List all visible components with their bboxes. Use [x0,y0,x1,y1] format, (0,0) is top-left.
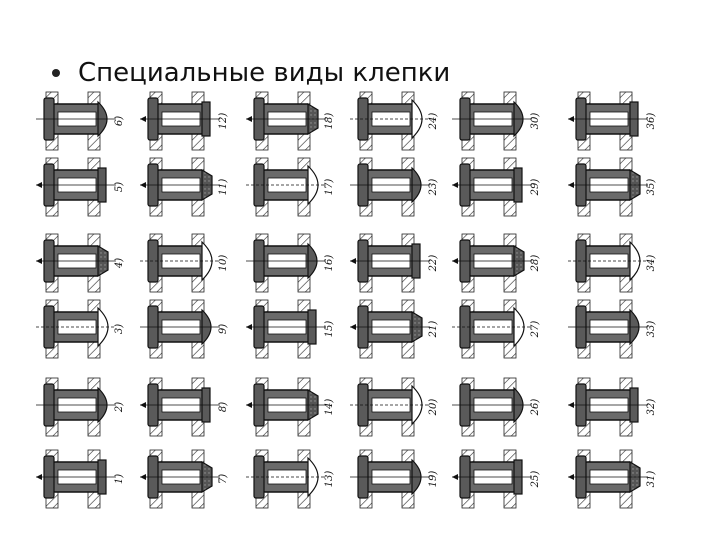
diagram-number-label: 21) [428,321,439,339]
rivet-diagram: 13) [246,449,335,509]
rivet-diagram: 36) [568,91,657,151]
diagram-number-label: 1) [114,474,125,484]
rivet-diagram: 22) [350,233,439,293]
diagram-number-label: 22) [428,255,439,273]
rivet-diagram: 30) [452,91,541,151]
diagram-number-label: 11) [218,179,229,196]
rivet-diagram: 28) [452,233,541,293]
rivet-diagram: 24) [350,91,439,151]
diagram-number-label: 8) [218,402,229,412]
rivet-diagram: 21) [350,299,439,359]
rivet-diagram: 1) [36,449,125,509]
diagram-number-label: 4) [114,258,125,269]
diagram-number-label: 12) [218,113,229,130]
diagram-number-label: 20) [428,399,439,417]
diagram-number-label: 36) [646,113,657,130]
diagram-number-label: 7) [218,474,229,484]
rivet-types-figure: 6) 5) 4) 3) 2) 1) 12) 11) 10) 9) 8) 7) 18) 17) 16) 15) 1… [36,91,657,509]
diagram-number-label: 18) [324,113,335,130]
rivet-diagram: 27) [452,299,541,359]
rivet-diagram: 7) [140,449,229,509]
rivet-diagram: 10) [140,233,229,293]
diagram-number-label: 26) [530,399,541,417]
diagram-number-label: 6) [114,116,125,126]
bullet-dot-icon [52,69,60,77]
diagram-number-label: 33) [646,321,657,338]
diagram-number-label: 25) [530,471,541,489]
rivet-diagram: 23) [350,157,439,217]
rivet-diagram: 11) [140,157,229,217]
diagram-number-label: 16) [324,255,335,272]
slide-title: Специальные виды клепки [78,58,451,88]
diagram-number-label: 23) [428,179,439,197]
diagram-number-label: 30) [530,113,541,130]
diagram-number-label: 35) [646,179,657,196]
rivet-diagram: 29) [452,157,541,217]
diagram-number-label: 3) [114,324,125,334]
rivet-diagram: 2) [36,377,125,437]
diagram-number-label: 17) [324,179,335,196]
rivet-diagram: 26) [452,377,541,437]
diagram-number-label: 10) [218,255,229,272]
rivet-diagram: 8) [140,377,229,437]
diagram-number-label: 29) [530,179,541,197]
rivet-diagram: 15) [246,299,335,359]
diagram-number-label: 32) [646,399,657,416]
rivet-diagram: 12) [140,91,229,151]
diagram-number-label: 28) [530,255,541,273]
diagram-number-label: 19) [428,471,439,488]
diagram-number-label: 2) [114,402,125,413]
rivet-diagram: 3) [36,299,125,359]
diagram-number-label: 13) [324,471,335,488]
rivet-diagram: 5) [36,157,125,217]
rivet-diagram: 16) [246,233,335,293]
rivet-diagram: 32) [568,377,657,437]
diagram-number-label: 5) [114,182,125,192]
rivet-diagram: 31) [568,449,657,509]
rivet-diagram: 14) [246,377,335,437]
rivet-diagram: 25) [452,449,541,509]
rivet-diagram: 4) [36,233,125,293]
diagram-number-label: 24) [428,113,439,131]
diagram-number-label: 27) [530,321,541,339]
rivet-diagram: 6) [36,91,125,151]
rivet-diagram: 18) [246,91,335,151]
diagram-number-label: 9) [218,324,229,334]
diagram-number-label: 31) [646,471,657,488]
diagram-number-label: 34) [646,255,657,272]
diagram-number-label: 14) [324,399,335,416]
title-row: Специальные виды клепки [52,58,450,88]
rivet-diagram: 19) [350,449,439,509]
diagram-number-label: 15) [324,321,335,338]
rivet-diagram: 34) [568,233,657,293]
rivet-diagram: 20) [350,377,439,437]
rivet-diagram: 35) [568,157,657,217]
rivet-diagram: 17) [246,157,335,217]
rivet-diagram: 33) [568,299,657,359]
rivet-diagram: 9) [140,299,229,359]
